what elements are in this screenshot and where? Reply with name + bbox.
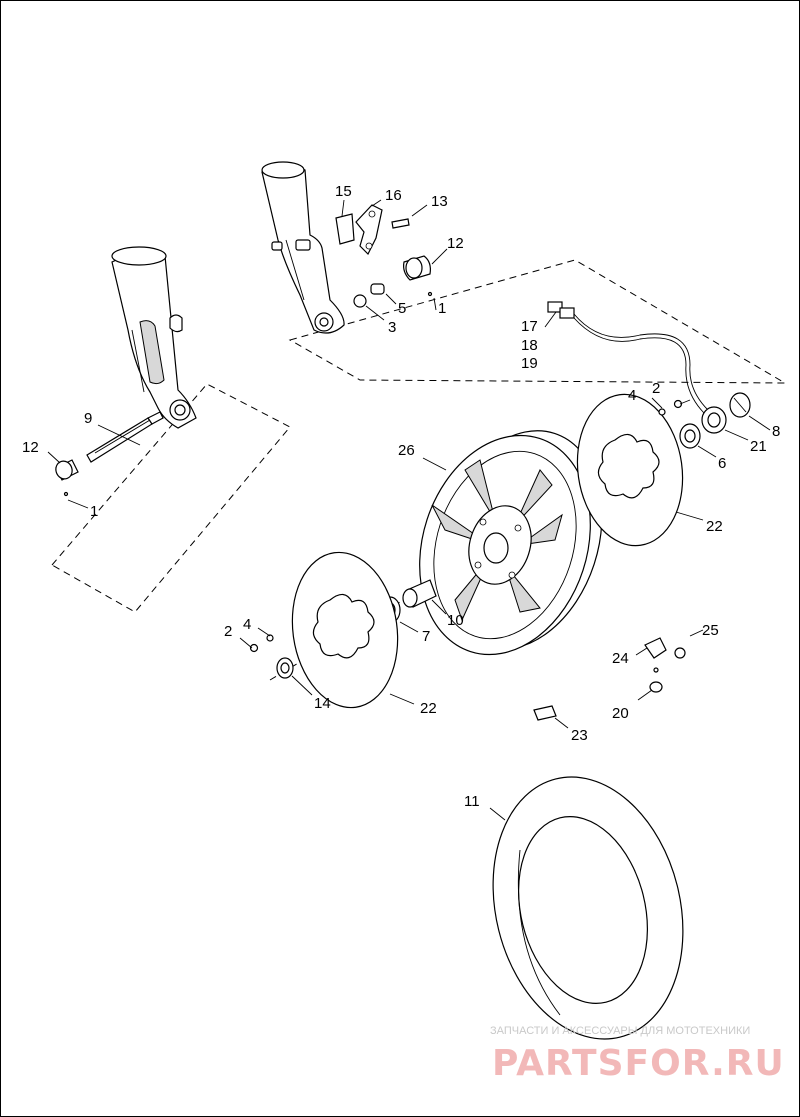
callout-5: 5 bbox=[398, 300, 406, 317]
callout-23: 23 bbox=[571, 727, 588, 744]
callout-4-right: 4 bbox=[628, 387, 636, 404]
callout-24: 24 bbox=[612, 650, 629, 667]
callout-26: 26 bbox=[398, 442, 415, 459]
callout-14: 14 bbox=[314, 695, 331, 712]
axle bbox=[86, 411, 164, 463]
left-spacer bbox=[276, 657, 294, 679]
callout-2-left: 2 bbox=[224, 623, 232, 640]
left-axle-spacer bbox=[55, 459, 79, 481]
callout-3: 3 bbox=[388, 319, 396, 336]
sensor-cover bbox=[729, 392, 751, 418]
right-brake-disc bbox=[576, 393, 684, 547]
callout-4-left: 4 bbox=[243, 616, 251, 633]
watermark-tagline: ЗАПЧАСТИ И АКСЕССУАРЫ ДЛЯ МОТОТЕХНИКИ bbox=[490, 1025, 750, 1037]
callout-22-right: 22 bbox=[706, 518, 723, 535]
callout-21: 21 bbox=[750, 438, 767, 455]
callout-9: 9 bbox=[84, 410, 92, 427]
left-axle-guide bbox=[51, 383, 291, 613]
leader-lines bbox=[47, 199, 771, 821]
tire bbox=[492, 776, 684, 1040]
callout-16: 16 bbox=[385, 187, 402, 204]
callout-labels: 9 12 1 15 16 13 12 5 1 3 17 18 19 4 2 8 … bbox=[22, 183, 780, 810]
caliper-bracket-parts bbox=[335, 204, 431, 308]
callout-2-right: 2 bbox=[652, 380, 660, 397]
sensor-ring bbox=[701, 406, 727, 434]
right-fork-slider bbox=[261, 161, 345, 334]
callout-10: 10 bbox=[447, 612, 464, 629]
valve-stem bbox=[644, 637, 686, 693]
wheel-spacer bbox=[402, 579, 437, 608]
callout-7: 7 bbox=[422, 628, 430, 645]
right-axle-guide bbox=[288, 259, 787, 384]
callout-12-left: 12 bbox=[22, 439, 39, 456]
right-wheel-bearing bbox=[679, 423, 701, 449]
callout-1-right: 1 bbox=[438, 300, 446, 317]
small-hardware bbox=[63, 291, 683, 653]
balance-weight bbox=[533, 705, 557, 721]
callout-1-left: 1 bbox=[90, 503, 98, 520]
callout-11: 11 bbox=[464, 793, 480, 810]
callout-17: 17 bbox=[521, 318, 538, 335]
wheel-speed-sensor bbox=[547, 301, 709, 414]
watermark: ЗАПЧАСТИ И АКСЕССУАРЫ ДЛЯ МОТОТЕХНИКИ PA… bbox=[490, 1025, 785, 1084]
left-fork-slider bbox=[111, 246, 197, 429]
callout-15: 15 bbox=[335, 183, 352, 200]
watermark-brand: PARTSFOR.RU bbox=[492, 1043, 785, 1084]
callout-8: 8 bbox=[772, 423, 780, 440]
callout-13: 13 bbox=[431, 193, 448, 210]
callout-20: 20 bbox=[612, 705, 629, 722]
left-brake-disc bbox=[291, 551, 399, 709]
callout-18: 18 bbox=[521, 337, 538, 354]
callout-6: 6 bbox=[718, 455, 726, 472]
callout-19: 19 bbox=[521, 355, 538, 372]
cast-wheel bbox=[419, 430, 603, 656]
callout-12-right: 12 bbox=[447, 235, 464, 252]
callout-22-left: 22 bbox=[420, 700, 437, 717]
callout-25: 25 bbox=[702, 622, 719, 639]
